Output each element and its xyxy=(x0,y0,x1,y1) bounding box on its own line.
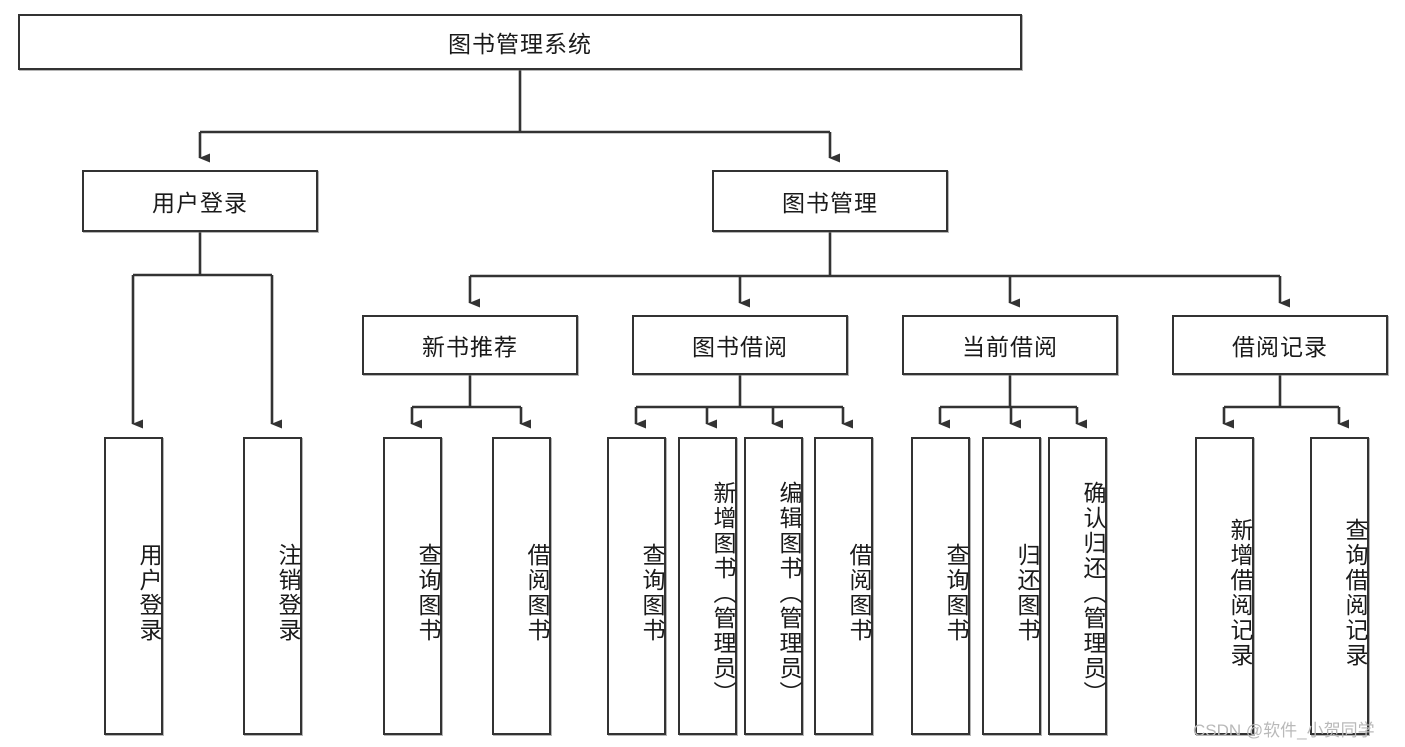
node-label: 用户登录 xyxy=(136,543,162,643)
node-label: 查询图书 xyxy=(943,543,969,643)
leaf-borrow-borrow-book[interactable]: 借阅图书 xyxy=(814,437,873,735)
leaf-record-query-record[interactable]: 查询借阅记录 xyxy=(1310,437,1369,735)
leaf-user-login-login[interactable]: 用户登录 xyxy=(104,437,163,735)
node-label: 查询图书 xyxy=(639,543,665,643)
node-borrow-record[interactable]: 借阅记录 xyxy=(1172,315,1388,375)
node-book-borrow[interactable]: 图书借阅 xyxy=(632,315,848,375)
node-user-login[interactable]: 用户登录 xyxy=(82,170,318,232)
leaf-borrow-edit-book-admin[interactable]: 编辑图书（管理员） xyxy=(744,437,803,735)
node-label: 注销登录 xyxy=(275,543,301,643)
leaf-user-login-logout[interactable]: 注销登录 xyxy=(243,437,302,735)
leaf-current-confirm-return-admin[interactable]: 确认归还（管理员） xyxy=(1048,437,1107,735)
csdn-watermark: CSDN @软件_小贺同学 xyxy=(1193,721,1375,740)
node-label: 图书借阅 xyxy=(692,334,788,360)
node-label: 借阅图书 xyxy=(524,543,550,643)
node-label: 新增图书（管理员） xyxy=(710,480,736,706)
node-label: 图书管理 xyxy=(782,190,878,216)
node-label: 图书管理系统 xyxy=(448,31,592,57)
leaf-record-add-record[interactable]: 新增借阅记录 xyxy=(1195,437,1254,735)
leaf-recommend-borrow-book[interactable]: 借阅图书 xyxy=(492,437,551,735)
node-label: 查询图书 xyxy=(415,543,441,643)
leaf-current-query-book[interactable]: 查询图书 xyxy=(911,437,970,735)
node-label: 当前借阅 xyxy=(962,334,1058,360)
node-new-book-recommend[interactable]: 新书推荐 xyxy=(362,315,578,375)
leaf-current-return-book[interactable]: 归还图书 xyxy=(982,437,1041,735)
node-label: 查询借阅记录 xyxy=(1342,518,1368,668)
node-label: 用户登录 xyxy=(152,190,248,216)
node-label: 新增借阅记录 xyxy=(1227,518,1253,668)
leaf-borrow-query-book[interactable]: 查询图书 xyxy=(607,437,666,735)
node-label: 借阅记录 xyxy=(1232,334,1328,360)
node-label: 编辑图书（管理员） xyxy=(776,480,802,706)
node-root-system[interactable]: 图书管理系统 xyxy=(18,14,1022,70)
node-current-borrow[interactable]: 当前借阅 xyxy=(902,315,1118,375)
node-label: 新书推荐 xyxy=(422,334,518,360)
node-label: 确认归还（管理员） xyxy=(1080,480,1106,706)
leaf-recommend-query-book[interactable]: 查询图书 xyxy=(383,437,442,735)
node-label: 借阅图书 xyxy=(846,543,872,643)
node-book-management[interactable]: 图书管理 xyxy=(712,170,948,232)
leaf-borrow-add-book-admin[interactable]: 新增图书（管理员） xyxy=(678,437,737,735)
node-label: 归还图书 xyxy=(1014,543,1040,643)
